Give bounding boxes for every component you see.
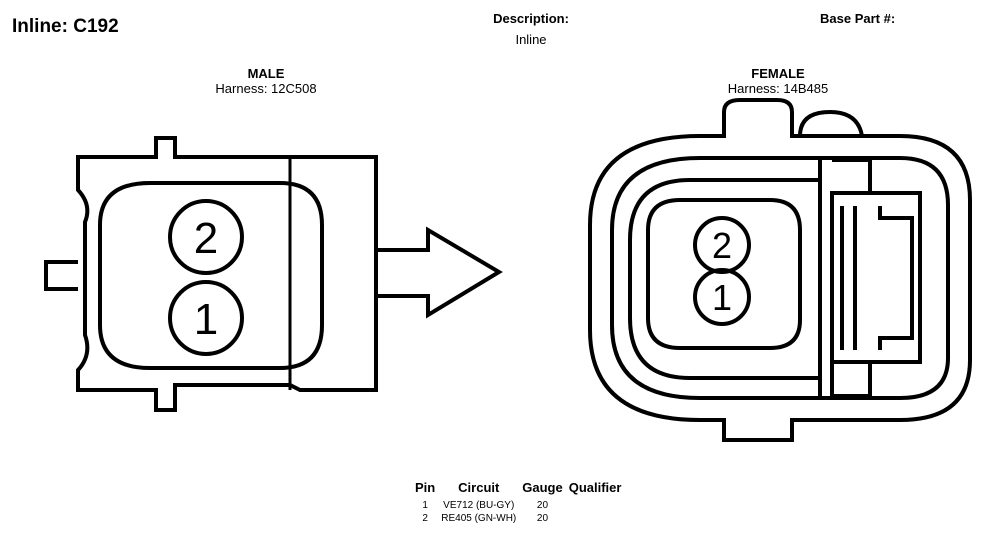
male-connector-drawing [44,136,503,412]
male-pin-2 [168,199,244,275]
pin-table-header-row: Pin Circuit Gauge Qualifier [412,480,624,499]
pin-header: Pin [415,480,436,495]
qualifier-cell [566,512,625,525]
description-value: Inline [515,32,547,47]
gauge-cell: 20 [536,513,549,524]
male-harness: Harness: 12C508 [215,81,317,96]
pin-cell: 2 [422,513,428,524]
female-pin-1-label: 1 [712,277,732,318]
qualifier-cell [566,499,625,512]
female-face [646,198,802,350]
female-harness: Harness: 14B485 [727,81,829,96]
connector-title: Inline: C192 [12,16,119,37]
base-part-label: Base Part #: [820,11,896,26]
circuit-cell: RE405 (GN-WH) [441,513,517,524]
male-outer-housing [76,136,378,412]
female-body [628,178,822,380]
female-pin-2-label: 2 [712,225,732,266]
male-title: MALE [247,66,285,81]
pin-cell: 1 [422,500,428,511]
gauge-header: Gauge [522,480,563,495]
female-connector-drawing [588,98,972,442]
male-tab [44,260,78,291]
circuit-cell: VE712 (BU-GY) [443,500,515,511]
qualifier-header: Qualifier [568,480,622,495]
gauge-cell: 20 [536,500,549,511]
table-row: 2 RE405 (GN-WH) 20 [412,512,624,525]
pin-table: Pin Circuit Gauge Qualifier 1 VE712 (BU-… [412,480,624,525]
female-latch-frame [818,158,922,398]
female-bump [798,109,864,137]
female-latch-slots [840,206,914,350]
male-arrow [376,226,503,319]
description-label: Description: [493,11,569,26]
table-row: 1 VE712 (BU-GY) 20 [412,499,624,512]
circuit-header: Circuit [458,480,500,495]
male-inner-face [98,181,324,370]
female-pin-1 [693,268,751,326]
female-shell-inner [610,156,950,400]
male-pin-2-label: 2 [194,214,218,263]
male-pin-1 [168,280,244,356]
male-pin-1-label: 1 [194,295,218,344]
female-title: FEMALE [751,66,805,81]
female-outer-shell [588,98,972,442]
